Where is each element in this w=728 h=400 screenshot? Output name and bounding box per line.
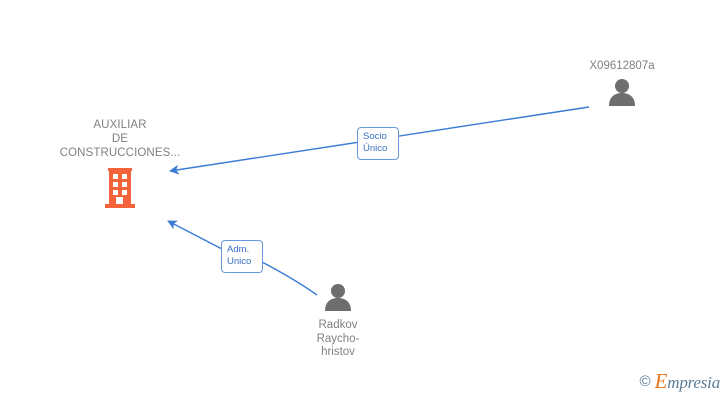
company-name-label: AUXILIAR DE CONSTRUCCIONES... (59, 119, 181, 159)
relation-label-socio-unico[interactable]: Socio Único (357, 127, 399, 160)
company-node[interactable]: AUXILIAR DE CONSTRUCCIONES... (40, 118, 200, 215)
person-node-top-right[interactable]: X09612807a (562, 60, 682, 111)
relation-label-adm-unico[interactable]: Adm. Unico (221, 240, 263, 273)
person-name-label: Radkov Raycho- hristov (316, 319, 360, 358)
person-icon (323, 283, 353, 311)
copyright-icon: © (639, 373, 651, 390)
person-name-label: X09612807a (589, 60, 655, 72)
edge-adm-unico-curve (261, 261, 318, 296)
building-icon (102, 166, 138, 210)
watermark: © Empresia (639, 369, 721, 394)
brand-first-letter: E (654, 369, 668, 393)
edge-adm-unico-arrow (167, 220, 223, 250)
brand-rest: mpresia (667, 373, 720, 392)
brand-name: Empresia (654, 369, 721, 394)
person-icon (607, 78, 637, 106)
person-node-bottom[interactable]: Radkov Raycho- hristov (278, 283, 398, 360)
